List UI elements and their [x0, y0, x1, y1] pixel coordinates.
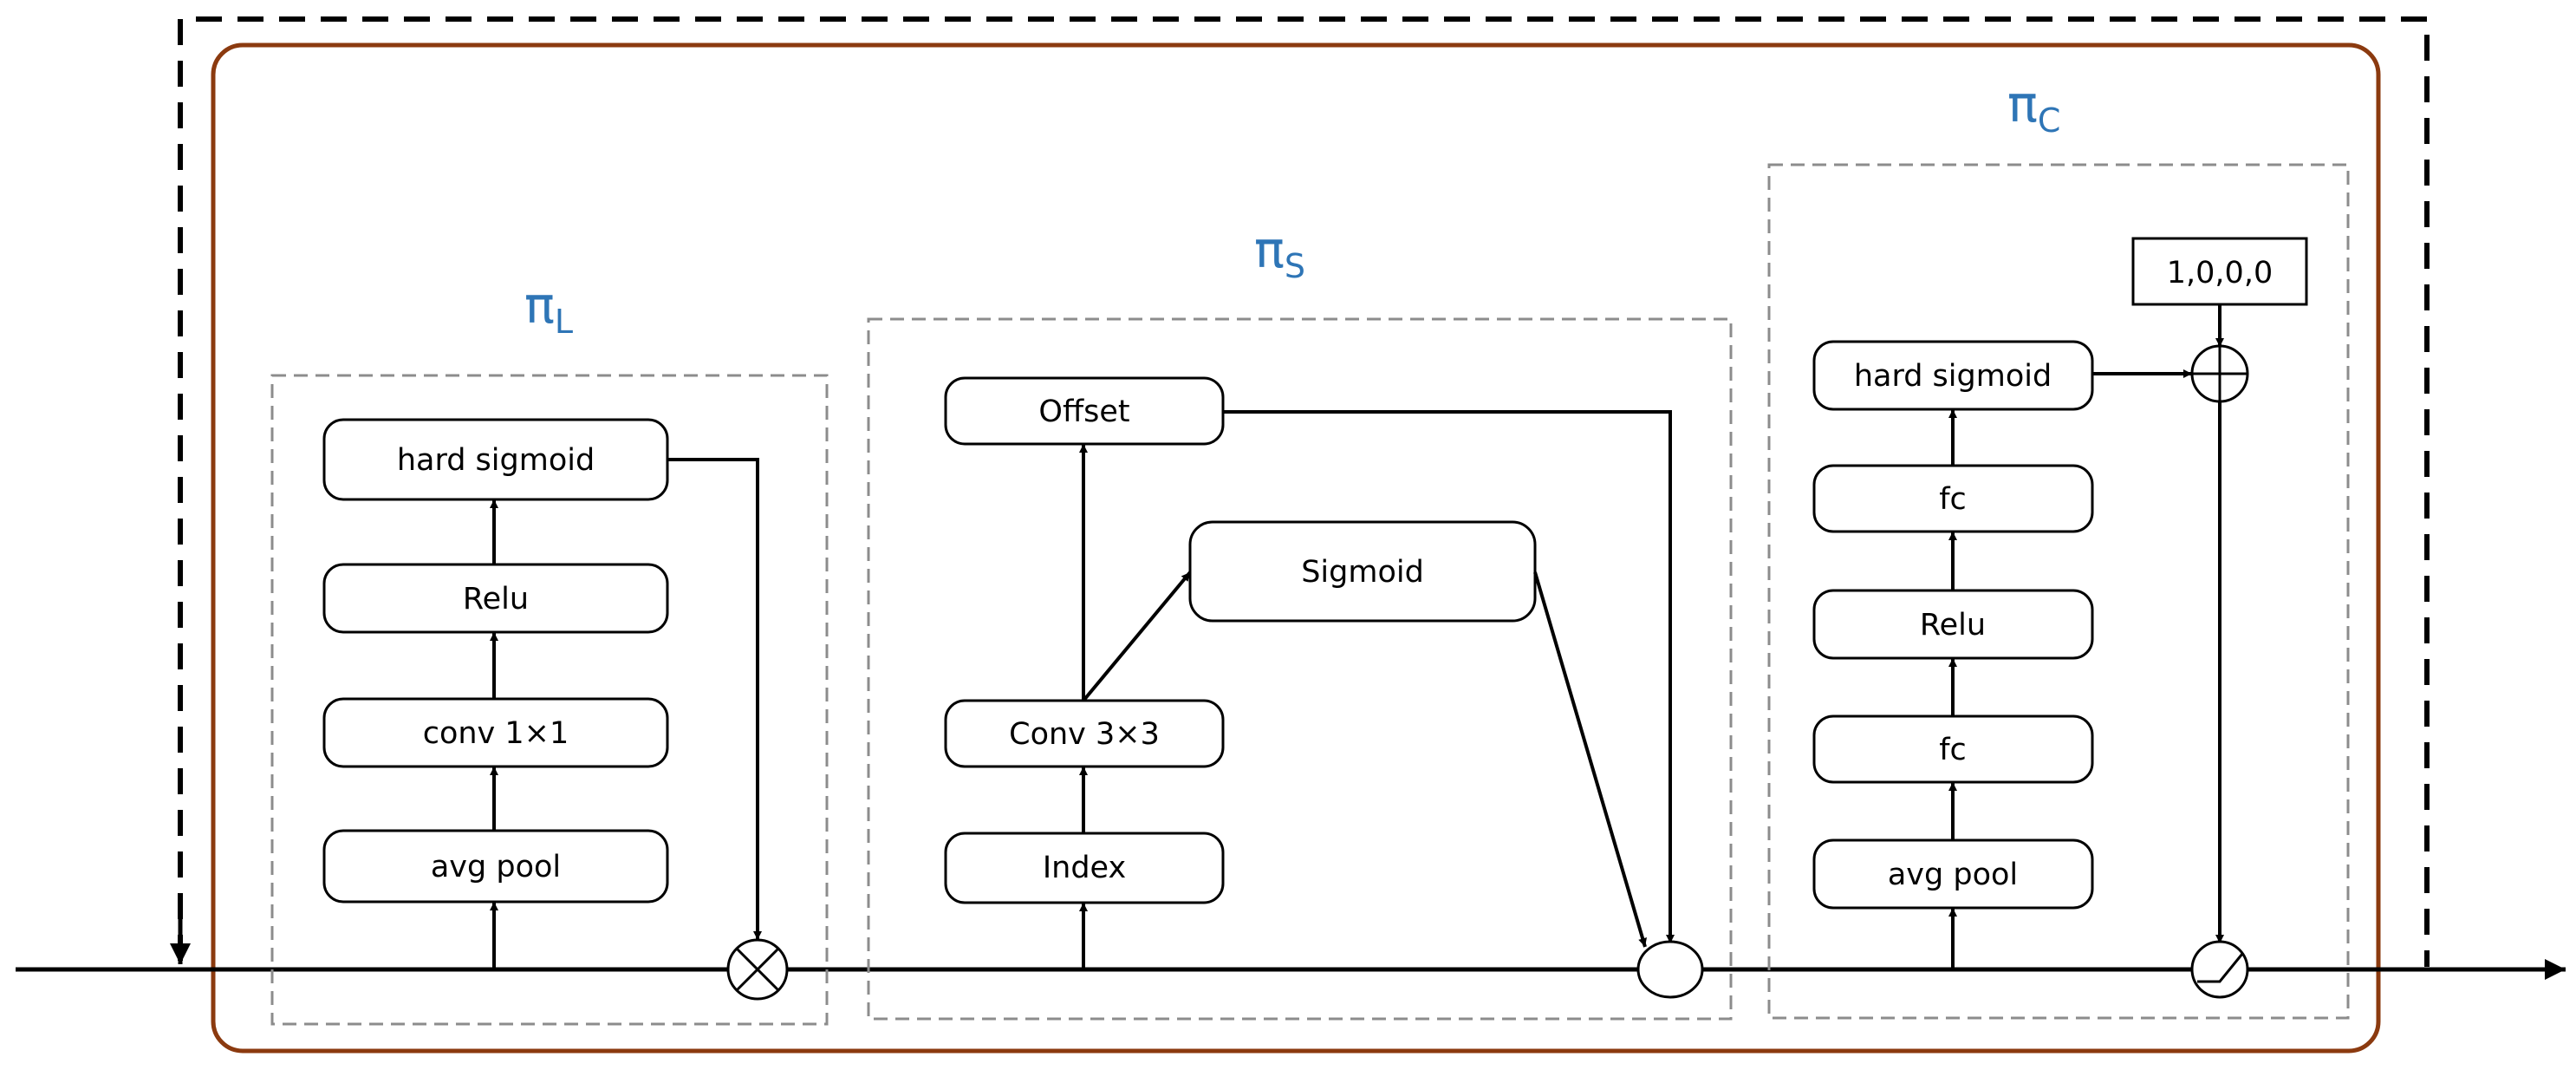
layer-hard-sigmoid-label: hard sigmoid — [397, 443, 595, 478]
layer-relu-block: Relu — [322, 563, 669, 634]
channel-init-value-box: 1,0,0,0 — [2131, 237, 2308, 306]
layer-relu-label: Relu — [463, 582, 529, 617]
channel-fc-bottom-block: fc — [1812, 714, 2094, 784]
channel-hard-sigmoid-block: hard sigmoid — [1812, 340, 2094, 411]
layer-hard-sigmoid-block: hard sigmoid — [322, 418, 669, 501]
outer-dashed-frame — [178, 16, 2430, 967]
add-op-icon — [2190, 344, 2249, 403]
layer-module-box — [270, 374, 829, 1026]
deform-op-icon — [1636, 940, 1704, 999]
multiply-op-icon — [726, 938, 789, 1001]
channel-fc-bottom-label: fc — [1939, 733, 1967, 767]
spatial-module-label: πS — [1254, 220, 1305, 285]
spatial-offset-label: Offset — [1038, 395, 1129, 429]
spatial-arrows — [1079, 410, 1675, 969]
spatial-conv-block: Conv 3×3 — [944, 699, 1225, 768]
spatial-offset-block: Offset — [944, 376, 1225, 446]
channel-relu-block: Relu — [1812, 589, 2094, 660]
channel-fc-top-block: fc — [1812, 464, 2094, 533]
layer-arrows — [490, 458, 762, 969]
spatial-sigmoid-block: Sigmoid — [1188, 520, 1537, 623]
channel-init-value-label: 1,0,0,0 — [2167, 256, 2273, 290]
layer-conv-block: conv 1×1 — [322, 697, 669, 768]
channel-relu-label: Relu — [1920, 608, 1986, 643]
switch-op-icon — [2190, 940, 2249, 999]
channel-avg-pool-block: avg pool — [1812, 838, 2094, 910]
channel-hard-sigmoid-label: hard sigmoid — [1854, 359, 2052, 394]
spatial-module-box — [867, 317, 1733, 1021]
inner-module-frame — [211, 42, 2381, 1054]
channel-arrows — [1948, 304, 2224, 969]
channel-module-box — [1767, 163, 2350, 1020]
spatial-index-block: Index — [944, 832, 1225, 904]
spatial-sigmoid-label: Sigmoid — [1301, 555, 1424, 590]
layer-module-label: πL — [524, 276, 573, 341]
layer-conv-label: conv 1×1 — [423, 716, 569, 751]
spatial-conv-label: Conv 3×3 — [1009, 717, 1160, 752]
channel-avg-pool-label: avg pool — [1888, 858, 2018, 892]
layer-avg-pool-block: avg pool — [322, 829, 669, 904]
channel-module-label: πC — [2007, 75, 2060, 140]
layer-avg-pool-label: avg pool — [431, 850, 561, 884]
spatial-index-label: Index — [1043, 851, 1126, 885]
channel-fc-top-label: fc — [1939, 482, 1967, 517]
